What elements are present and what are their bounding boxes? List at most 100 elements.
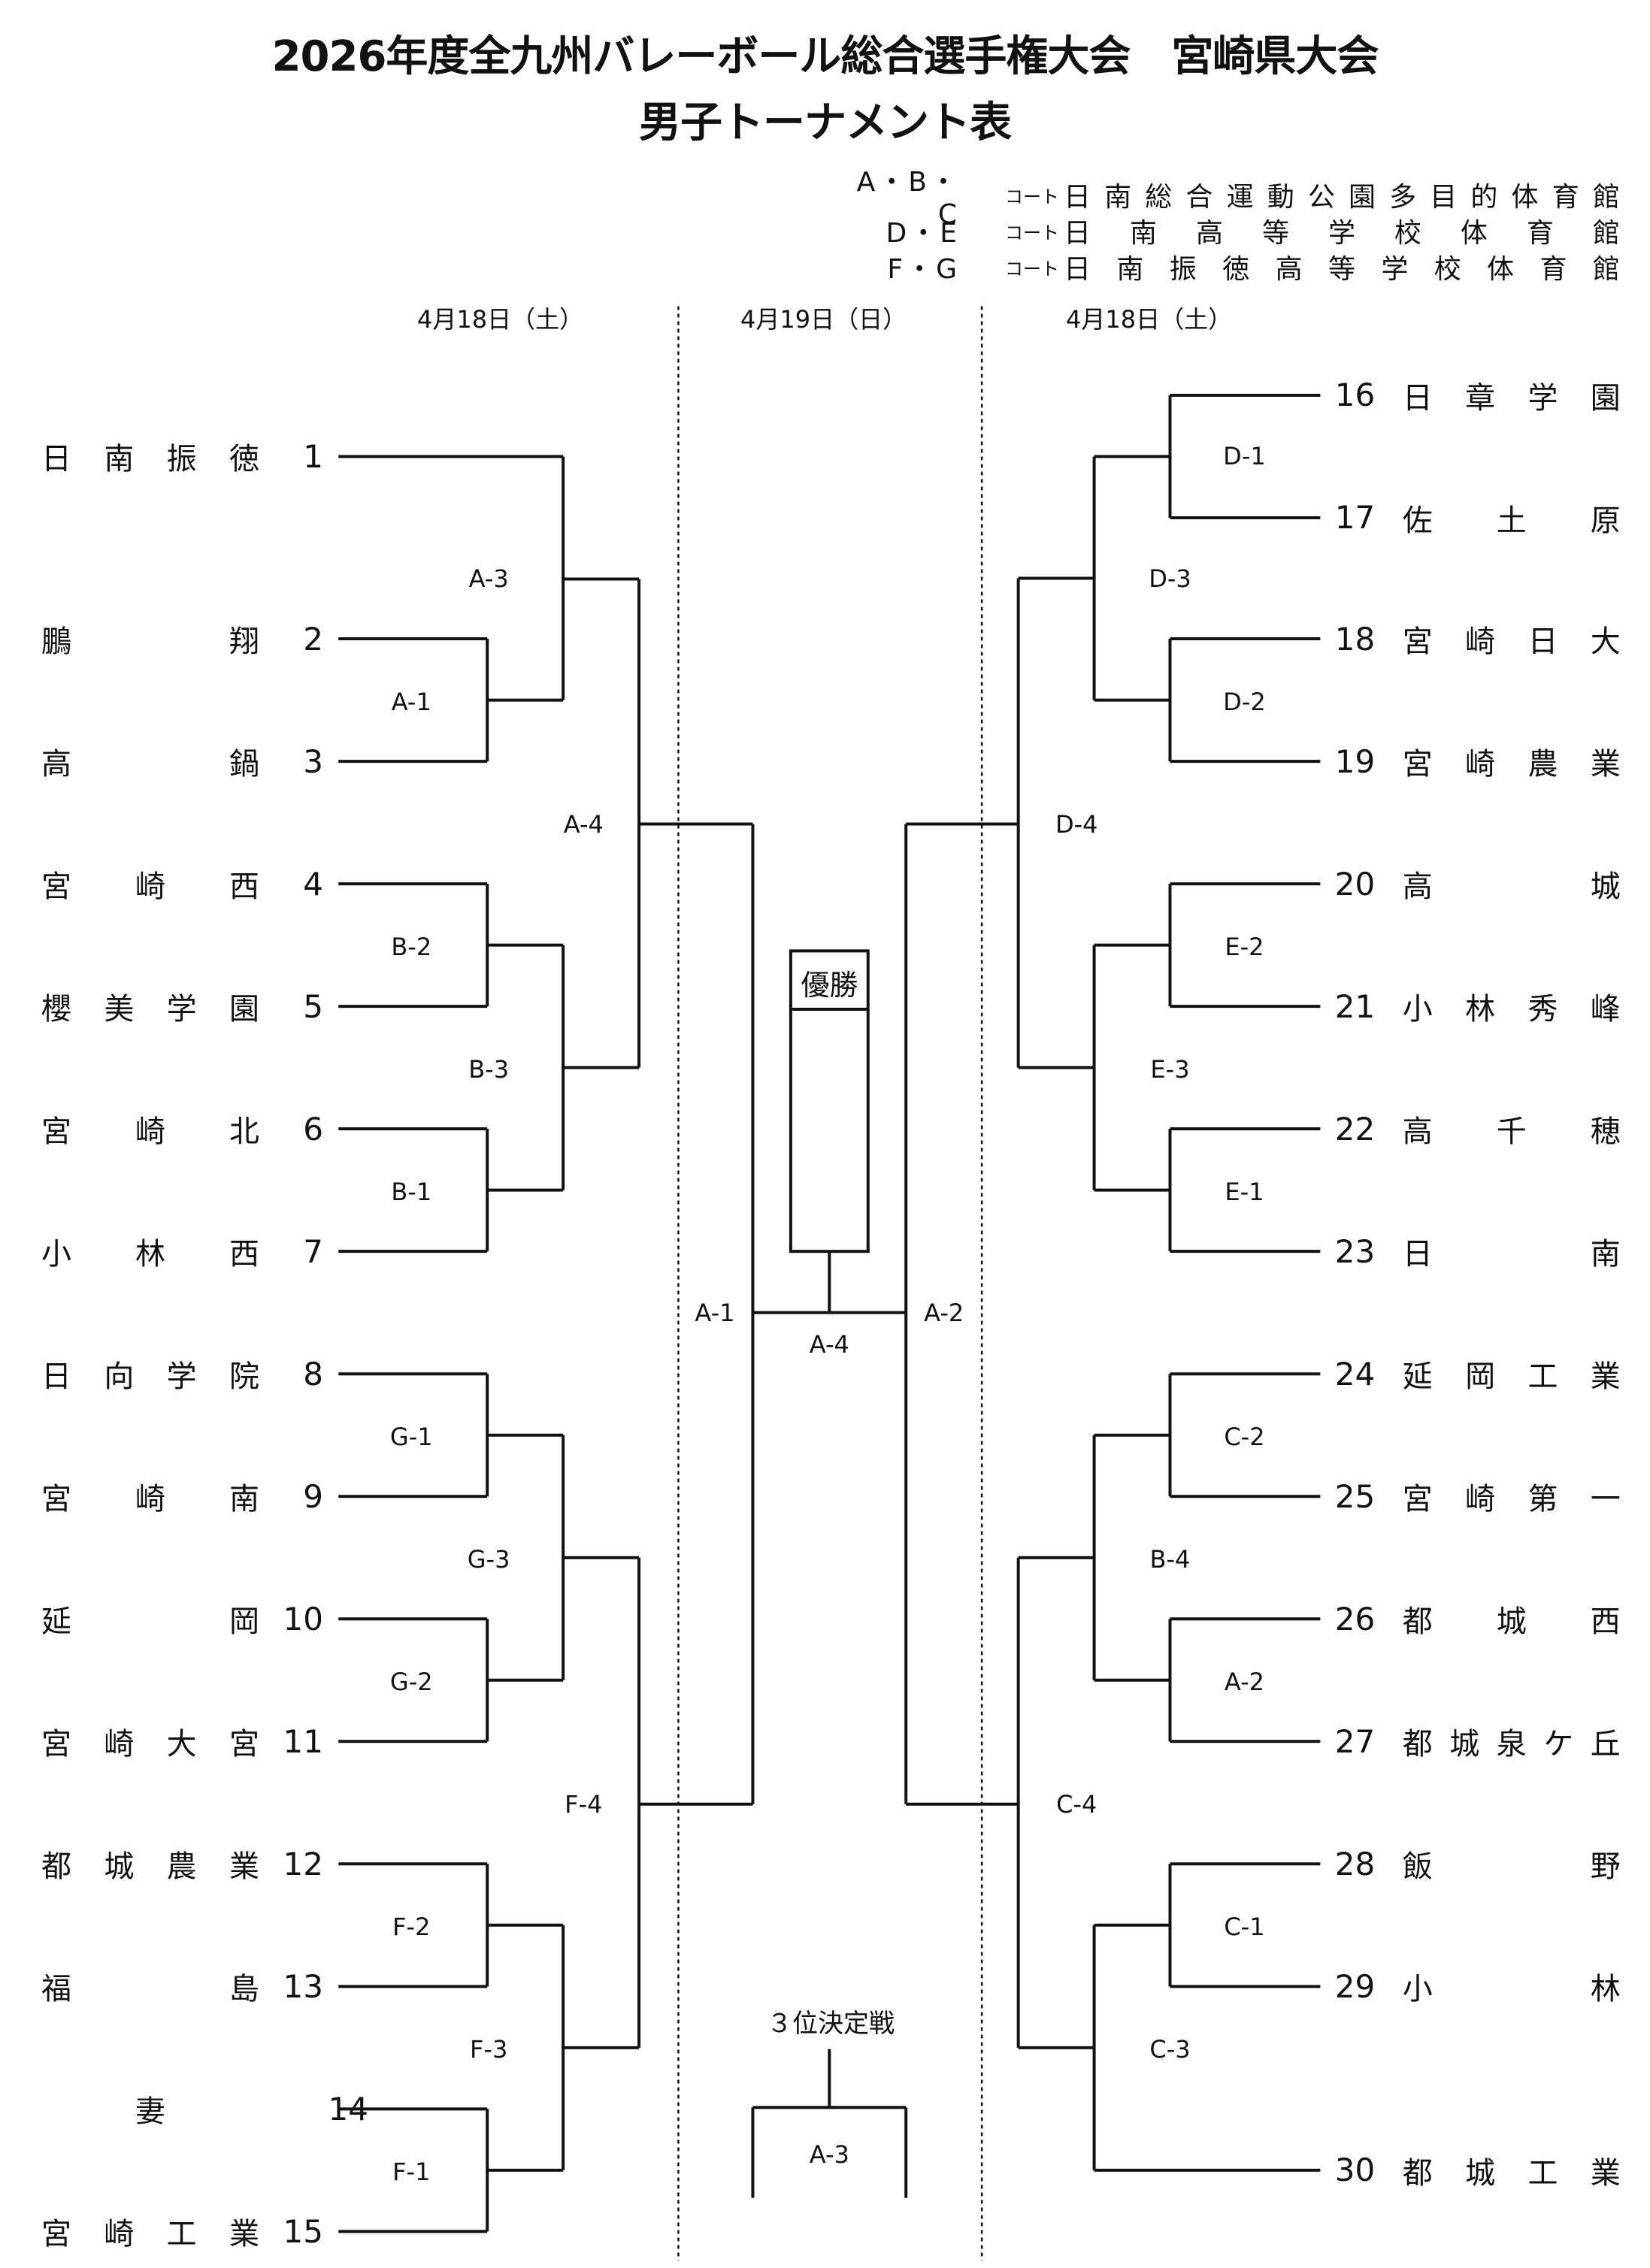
venue-char: 多 [1389, 182, 1417, 213]
team-seed: 24 [1334, 1355, 1376, 1393]
venue-code: A・B・C [856, 166, 960, 230]
match-label: E-2 [1225, 932, 1264, 961]
venue-char: 育 [1526, 218, 1554, 249]
team-seed: 12 [283, 1845, 323, 1882]
match-label: A-4 [809, 1330, 849, 1359]
champion-label: 優勝 [801, 969, 858, 1002]
venue-char: 等 [1328, 254, 1355, 285]
venue-char: 高 [1195, 218, 1223, 249]
team-entry: 高鍋 3 [41, 742, 323, 782]
venue-char: 校 [1394, 218, 1421, 249]
team-seed: 9 [303, 1477, 323, 1515]
venue-char: 徳 [1222, 254, 1250, 285]
date-left: 4月18日（土） [417, 305, 584, 334]
venue-court-label: コート [1005, 186, 1059, 207]
match-label: G-3 [467, 1544, 510, 1574]
match-label: A-4 [563, 809, 604, 839]
team-name: 小林秀峰 [1402, 992, 1621, 1027]
team-name: 都城農業 [41, 1849, 259, 1885]
team-name: 福島 [41, 1972, 259, 2007]
team-seed: 28 [1334, 1845, 1376, 1882]
team-name: 小林 [1402, 1972, 1621, 2007]
team-seed: 11 [283, 1722, 323, 1760]
venue-char: 等 [1261, 218, 1289, 249]
team-name: 高城 [1402, 869, 1621, 905]
match-label: A-3 [468, 564, 509, 594]
team-name: 佐土原 [1402, 503, 1621, 538]
team-name: 宮崎工業 [41, 2217, 259, 2252]
team-seed: 6 [303, 1110, 323, 1148]
venue-char: 体 [1511, 182, 1539, 213]
match-label: C-3 [1149, 2034, 1191, 2064]
match-label: A-2 [1224, 1667, 1264, 1696]
match-label: F-1 [392, 2157, 431, 2186]
team-entry: 都城農業 12 [41, 1845, 323, 1885]
team-seed: 1 [303, 437, 323, 475]
match-label: A-1 [695, 1298, 735, 1327]
team-entry: 宮崎北 6 [41, 1110, 323, 1150]
team-seed: 30 [1334, 2152, 1376, 2189]
venue-char: 合 [1185, 182, 1213, 213]
venue-char: 学 [1328, 218, 1355, 249]
venue-char: 日 [1064, 254, 1091, 285]
venue-char: 目 [1430, 182, 1458, 213]
venue-name: 日南総合運動公園多目的体育館 [1064, 175, 1620, 214]
team-name: 延岡工業 [1402, 1359, 1621, 1395]
team-entry: 17 佐土原 [1334, 499, 1621, 538]
team-name: 宮崎西 [41, 869, 259, 905]
team-seed: 3 [303, 742, 323, 780]
team-entry: 日向学院 8 [41, 1355, 323, 1395]
team-name: 延岡 [41, 1604, 259, 1640]
team-name: 都城泉ケ丘 [1402, 1727, 1621, 1762]
match-label: C-4 [1056, 1789, 1097, 1819]
team-seed: 27 [1334, 1722, 1376, 1760]
venue-char: 学 [1381, 254, 1409, 285]
team-name: 高鍋 [41, 747, 259, 782]
match-label: C-2 [1224, 1422, 1265, 1451]
team-name: 日南振徳 [41, 442, 259, 477]
date-center: 4月19日（日） [740, 305, 907, 334]
team-name: 鵬翔 [41, 624, 259, 660]
team-entry: 日南振徳 1 [41, 437, 323, 477]
team-seed: 17 [1334, 499, 1376, 537]
team-name: 宮崎農業 [1402, 747, 1621, 782]
team-seed: 21 [1334, 987, 1376, 1025]
team-name: 日章学園 [1402, 380, 1621, 416]
team-seed: 22 [1334, 1110, 1376, 1148]
match-label: B-4 [1149, 1544, 1191, 1574]
team-name: 日向学院 [41, 1359, 259, 1395]
team-name: 都城西 [1402, 1604, 1621, 1640]
venue-char: 体 [1460, 218, 1488, 249]
date-right: 4月18日（土） [1066, 305, 1233, 334]
team-entry: 22 高千穂 [1334, 1110, 1621, 1150]
venue-char: 南 [1104, 182, 1132, 213]
page-title: 2026年度全九州バレーボール総合選手権大会 宮崎県大会 [271, 32, 1379, 81]
venue-court-label: コート [1005, 258, 1059, 280]
team-seed: 7 [303, 1232, 323, 1270]
team-name: 宮崎北 [41, 1114, 259, 1150]
team-name: 高千穂 [1402, 1114, 1621, 1150]
team-seed: 23 [1334, 1232, 1376, 1270]
team-seed: 8 [303, 1355, 323, 1393]
match-label: A-2 [924, 1298, 964, 1327]
venue-char: 館 [1592, 254, 1620, 285]
third-place-label: ３位決定戦 [767, 2009, 895, 2039]
match-label: D-3 [1149, 564, 1191, 594]
venue-char: 日 [1064, 182, 1091, 213]
venue-row: A・B・C コート 日南総合運動公園多目的体育館 [840, 167, 1620, 230]
match-label: A-1 [391, 687, 431, 716]
match-label: C-1 [1224, 1912, 1265, 1941]
venue-char: 日 [1064, 218, 1091, 249]
team-seed: 18 [1334, 620, 1376, 658]
team-seed: 14 [328, 2090, 368, 2127]
team-name: 宮崎大宮 [41, 1727, 259, 1762]
